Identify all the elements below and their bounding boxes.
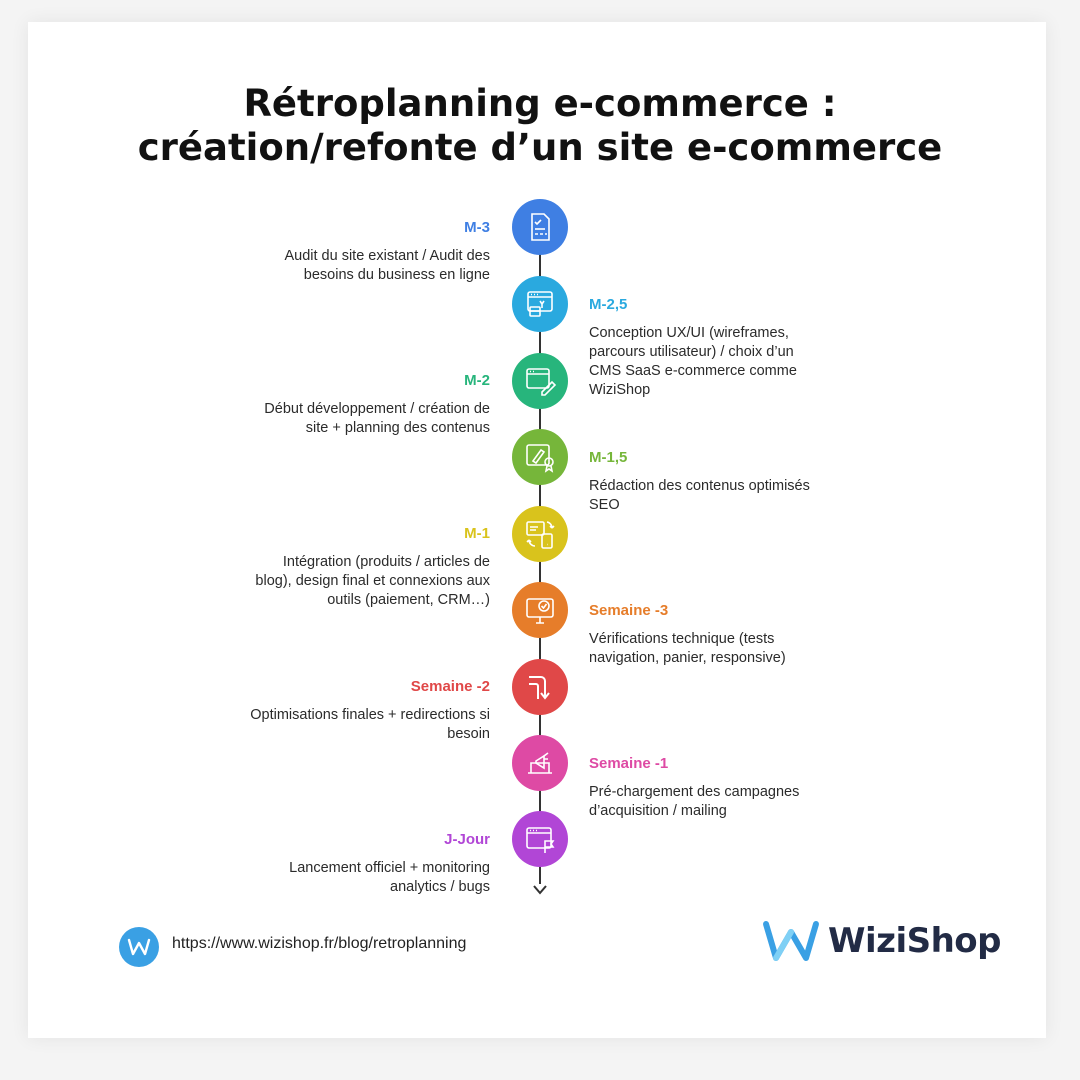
pen-award-icon (526, 444, 554, 473)
browser-pencil-icon (526, 368, 557, 396)
page-title: Rétroplanning e-commerce : création/refo… (0, 82, 1080, 170)
step-semaine-1-description: Pré-chargement des campagnes d’acquisiti… (589, 784, 800, 819)
checklist-document-icon (531, 213, 550, 241)
monitor-check-icon (526, 598, 554, 624)
step-semaine-2-description: Optimisations finales + redirections si … (250, 707, 490, 742)
step-m15-circle (512, 429, 568, 485)
wizishop-badge-icon (119, 927, 159, 967)
step-j-jour-circle (512, 811, 568, 867)
step-m25-description: Conception UX/UI (wireframes, parcours u… (589, 325, 797, 398)
step-m3-label: M-3 (464, 219, 490, 236)
step-semaine-1-circle (512, 735, 568, 791)
devices-sync-icon (526, 521, 555, 549)
step-semaine-3-circle (512, 582, 568, 638)
step-m1-label: M-1 (464, 525, 490, 542)
browser-flag-icon (526, 827, 555, 853)
step-m25-label: M-2,5 (589, 296, 628, 313)
source-url-link[interactable]: https://www.wizishop.fr/blog/retroplanni… (172, 935, 467, 952)
step-semaine-3-description: Vérifications technique (tests navigatio… (589, 631, 786, 666)
step-m3-description: Audit du site existant / Audit des besoi… (284, 248, 490, 283)
redirect-arrow-icon (529, 676, 550, 700)
step-m15-description: Rédaction des contenus optimisés SEO (589, 478, 810, 513)
step-semaine-2-label: Semaine -2 (410, 678, 490, 695)
step-j-jour-description: Lancement officiel + monitoring analytic… (289, 860, 490, 895)
step-j-jour-label: J-Jour (444, 831, 490, 848)
title-line-1: Rétroplanning e-commerce : (243, 82, 837, 125)
step-m2-label: M-2 (464, 372, 490, 389)
timeline-axis (539, 252, 541, 884)
step-m15-label: M-1,5 (589, 449, 628, 466)
step-semaine-1-label: Semaine -1 (589, 755, 669, 772)
title-line-2: création/refonte d’un site e-commerce (137, 126, 943, 169)
step-semaine-2-circle (512, 659, 568, 715)
step-m2-description: Début développement / création de site +… (264, 401, 490, 436)
wizishop-logo-icon (763, 921, 819, 961)
step-m1-circle (512, 506, 568, 562)
wizishop-logo-text: WiziShop (828, 921, 1002, 961)
step-m3-circle (512, 199, 568, 255)
megaphone-laptop-icon (528, 752, 552, 774)
step-semaine-3-label: Semaine -3 (589, 602, 669, 619)
step-m1-description: Intégration (produits / articles de blog… (255, 554, 490, 608)
step-m2-circle (512, 353, 568, 409)
step-m25-circle (512, 276, 568, 332)
wireframe-layout-icon (527, 291, 553, 317)
wizishop-logo: WiziShop (762, 918, 1002, 964)
